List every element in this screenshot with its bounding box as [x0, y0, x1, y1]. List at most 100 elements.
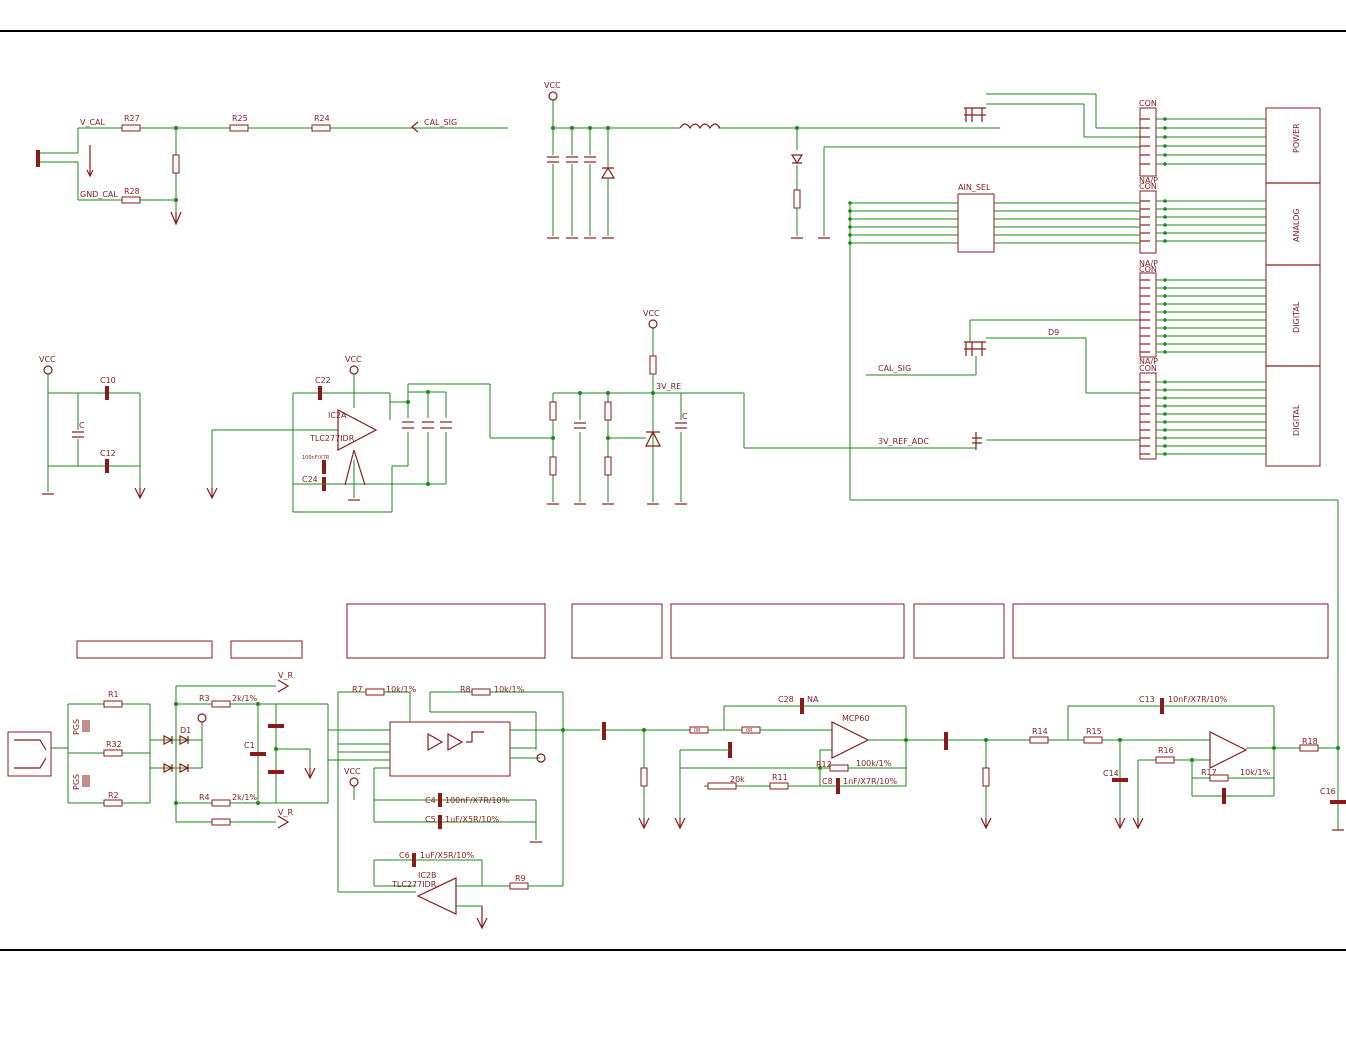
label-nap-3: NA/P [1139, 357, 1158, 366]
resistor [1083, 736, 1103, 744]
label-c5v: 1uF/X5R/10% [445, 815, 499, 824]
resistor [121, 196, 141, 204]
resistor [311, 124, 331, 132]
resistor [1029, 736, 1049, 744]
instrumentation-amp-block: R7 10k/1% R8 10k/1% VCC C4 100nF/X7R/10%… [327, 685, 600, 930]
label-r14: R14 [1032, 727, 1048, 736]
resistor [211, 799, 231, 807]
resistor [103, 749, 123, 757]
resistor [103, 700, 123, 708]
label-con-2: CON [1139, 182, 1157, 191]
label-r7: R7 [352, 685, 363, 694]
resistor [229, 124, 249, 132]
resistor [640, 767, 648, 787]
label-gnd-cal: GND_CAL [80, 190, 118, 199]
label-c10: C10 [100, 376, 116, 385]
label-r32: R32 [106, 740, 122, 749]
mcp60-stage-block: 0R 0R C28 NA MCP60 R12 100k/1% C8 1nF/X7… [602, 695, 908, 830]
label-na: NA [807, 695, 819, 704]
connector-block: POWER ANALOG DIGITAL DIGITAL CON NA/P CO… [848, 93, 1339, 830]
label-3v-ref-adc: 3V_REF_ADC [878, 437, 929, 446]
power-input-block: VCC [544, 81, 1140, 239]
label-tlc-1: TLC277IDR [309, 434, 355, 443]
resistor [707, 782, 737, 790]
label-r0-1: 0R [694, 728, 701, 734]
resistor [1155, 756, 1175, 764]
label-c8v: 1nF/X7R/10% [843, 777, 897, 786]
label-r17: R17 [1201, 768, 1217, 777]
label-c14: C14 [1103, 769, 1119, 778]
label-r17v: 10k/1% [1240, 768, 1271, 777]
label-r4: R4 [199, 793, 210, 802]
label-r16: R16 [1158, 746, 1174, 755]
label-nap-1: NA/P [1139, 176, 1158, 185]
label-v-cal: V_CAL [80, 118, 106, 127]
label-c28: C28 [778, 695, 794, 704]
label-vcc-5: VCC [344, 767, 361, 776]
label-digital-2: DIGITAL [1292, 404, 1301, 436]
label-power: POWER [1292, 123, 1301, 153]
label-v-r-1: V_R [278, 671, 293, 680]
label-c13: C13 [1139, 695, 1155, 704]
resistor [509, 882, 529, 890]
label-c100n: 100nF/X7R [302, 455, 330, 461]
label-r2: R2 [108, 791, 119, 800]
label-3v-re: 3V_RE [656, 382, 681, 391]
reference-block: VCC 3V_RE C [547, 309, 976, 505]
label-c-ref: C [682, 412, 688, 421]
label-c4v: 100nF/X7R/10% [445, 796, 510, 805]
label-c8: C8 [822, 777, 833, 786]
label-r12: R12 [816, 760, 832, 769]
label-r8: R8 [460, 685, 471, 694]
label-c13v: 10nF/X7R/10% [1168, 695, 1228, 704]
resistor [365, 688, 385, 696]
label-r15: R15 [1086, 727, 1102, 736]
label-vcc-3: VCC [345, 355, 362, 364]
label-r1: R1 [108, 690, 119, 699]
label-vcc-2: VCC [39, 355, 56, 364]
label-r11: R11 [772, 773, 788, 782]
label-c24: C24 [302, 475, 318, 484]
label-c: C [79, 421, 85, 430]
op-amp-mcp60 [831, 721, 870, 759]
connector-frame [1265, 107, 1321, 467]
op-amp-output [1209, 731, 1248, 769]
resistor [604, 456, 612, 476]
label-c22: C22 [315, 376, 331, 385]
label-c16: C16 [1320, 787, 1336, 796]
label-ic2a: IC2A [328, 411, 347, 420]
connector-analog[interactable] [1139, 190, 1157, 254]
label-v-r-2: V_R [278, 808, 293, 817]
connector-power[interactable] [1139, 107, 1157, 177]
label-mcp60: MCP60 [842, 714, 870, 723]
label-r24: R24 [314, 114, 330, 123]
label-r3v: 2k/1% [232, 694, 258, 703]
label-vcc-1: VCC [544, 81, 561, 90]
calibration-block: V_CAL GND_CAL R27 R28 R25 R24 CAL_SIG [36, 114, 508, 226]
label-con-3: CON [1139, 265, 1157, 274]
ic2a-block: VCC C22 IC2A TLC277IDR 100nF/X7R C24 [206, 355, 553, 513]
resistor [829, 764, 849, 772]
resistor [549, 401, 557, 421]
resistor [471, 688, 491, 696]
input-jack[interactable] [7, 731, 52, 777]
resistor [103, 799, 123, 807]
input-bridge-block: PGS PGS R1 R32 R2 D1 R3 2k/1% R4 2k/1% V… [7, 671, 329, 829]
label-r18: R18 [1302, 737, 1318, 746]
label-r9: R9 [515, 874, 526, 883]
label-r28: R28 [124, 187, 140, 196]
label-cal-sig: CAL_SIG [424, 118, 457, 127]
label-con-1: CON [1139, 99, 1157, 108]
resistor [982, 767, 990, 787]
resistor [649, 355, 657, 375]
resistor [769, 782, 789, 790]
ain-sel-switch[interactable] [957, 193, 995, 253]
label-c6v: 1uF/X5R/10% [420, 851, 474, 860]
label-cal-sig-2: CAL_SIG [878, 364, 911, 373]
label-pgs-1: PGS [72, 719, 81, 735]
label-r7v: 10k/1% [386, 685, 417, 694]
resistor [211, 700, 231, 708]
label-ain-sel: AIN_SEL [958, 183, 991, 192]
label-c12: C12 [100, 449, 116, 458]
